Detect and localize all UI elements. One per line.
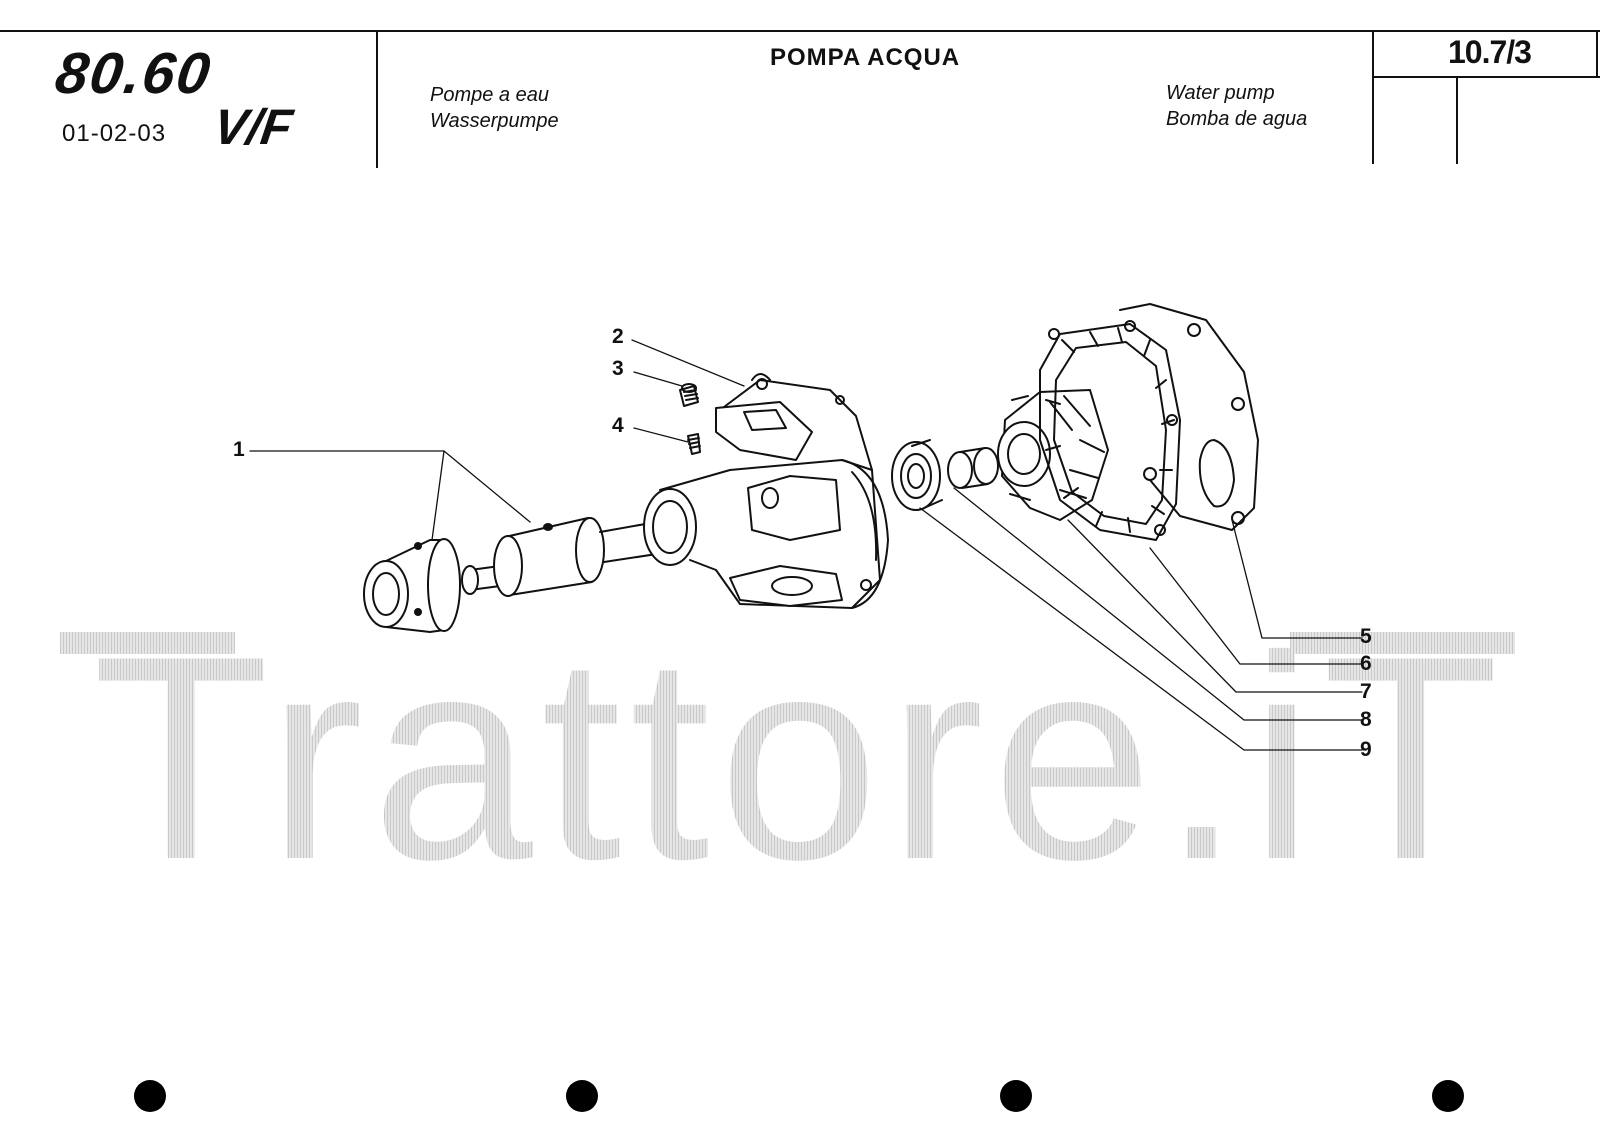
page-number-box-edge [1596,30,1598,76]
leader-1 [249,450,531,541]
punch-hole-2 [566,1080,598,1112]
leader-6 [1149,547,1363,665]
part-1-shaft-bearing [461,517,671,597]
callout-4: 4 [612,414,624,437]
callout-9: 9 [1360,738,1372,761]
subtitle-spanish: Bomba de agua [1166,108,1308,130]
part-2-pump-body [643,373,889,609]
callout-3: 3 [612,357,624,380]
header-divider-right [1372,30,1374,164]
part-7-impeller [997,389,1109,521]
punch-hole-1 [134,1080,166,1112]
leader-lines [249,339,1363,751]
subtitle-german: Wasserpumpe [430,110,559,132]
header-divider-left [376,30,378,168]
callout-8: 8 [1360,708,1372,731]
callout-1: 1 [233,438,245,461]
leader-4 [633,427,689,443]
callout-6: 6 [1360,652,1372,675]
subtitle-french: Pompe a eau [430,84,549,106]
callout-5: 5 [1360,625,1372,648]
callout-2: 2 [612,325,624,348]
leader-3 [633,371,683,387]
leader-7 [1067,519,1363,693]
punch-hole-4 [1432,1080,1464,1112]
part-6-gasket [1039,320,1181,541]
part-3-plug [679,383,699,407]
page-number-box-divider [1456,76,1458,164]
part-4-screw [687,433,701,455]
page-number-underline [1372,76,1600,78]
leader-8 [953,487,1363,721]
part-1-pulley-hub [363,538,461,633]
punch-hole-3 [1000,1080,1032,1112]
callout-7: 7 [1360,680,1372,703]
part-9-seal-ring [891,439,943,511]
page-number: 10.7/3 [1448,34,1532,70]
subtitle-english: Water pump [1166,82,1275,104]
part-8-bushing [947,447,999,489]
header-top-rule [0,30,1600,32]
model-years: 01-02-03 [62,120,167,147]
leader-9 [919,507,1363,751]
part-5-cover-plate [1119,303,1259,531]
leader-2 [631,339,745,387]
leader-5 [1231,519,1363,639]
page-title: POMPA ACQUA [770,44,961,71]
